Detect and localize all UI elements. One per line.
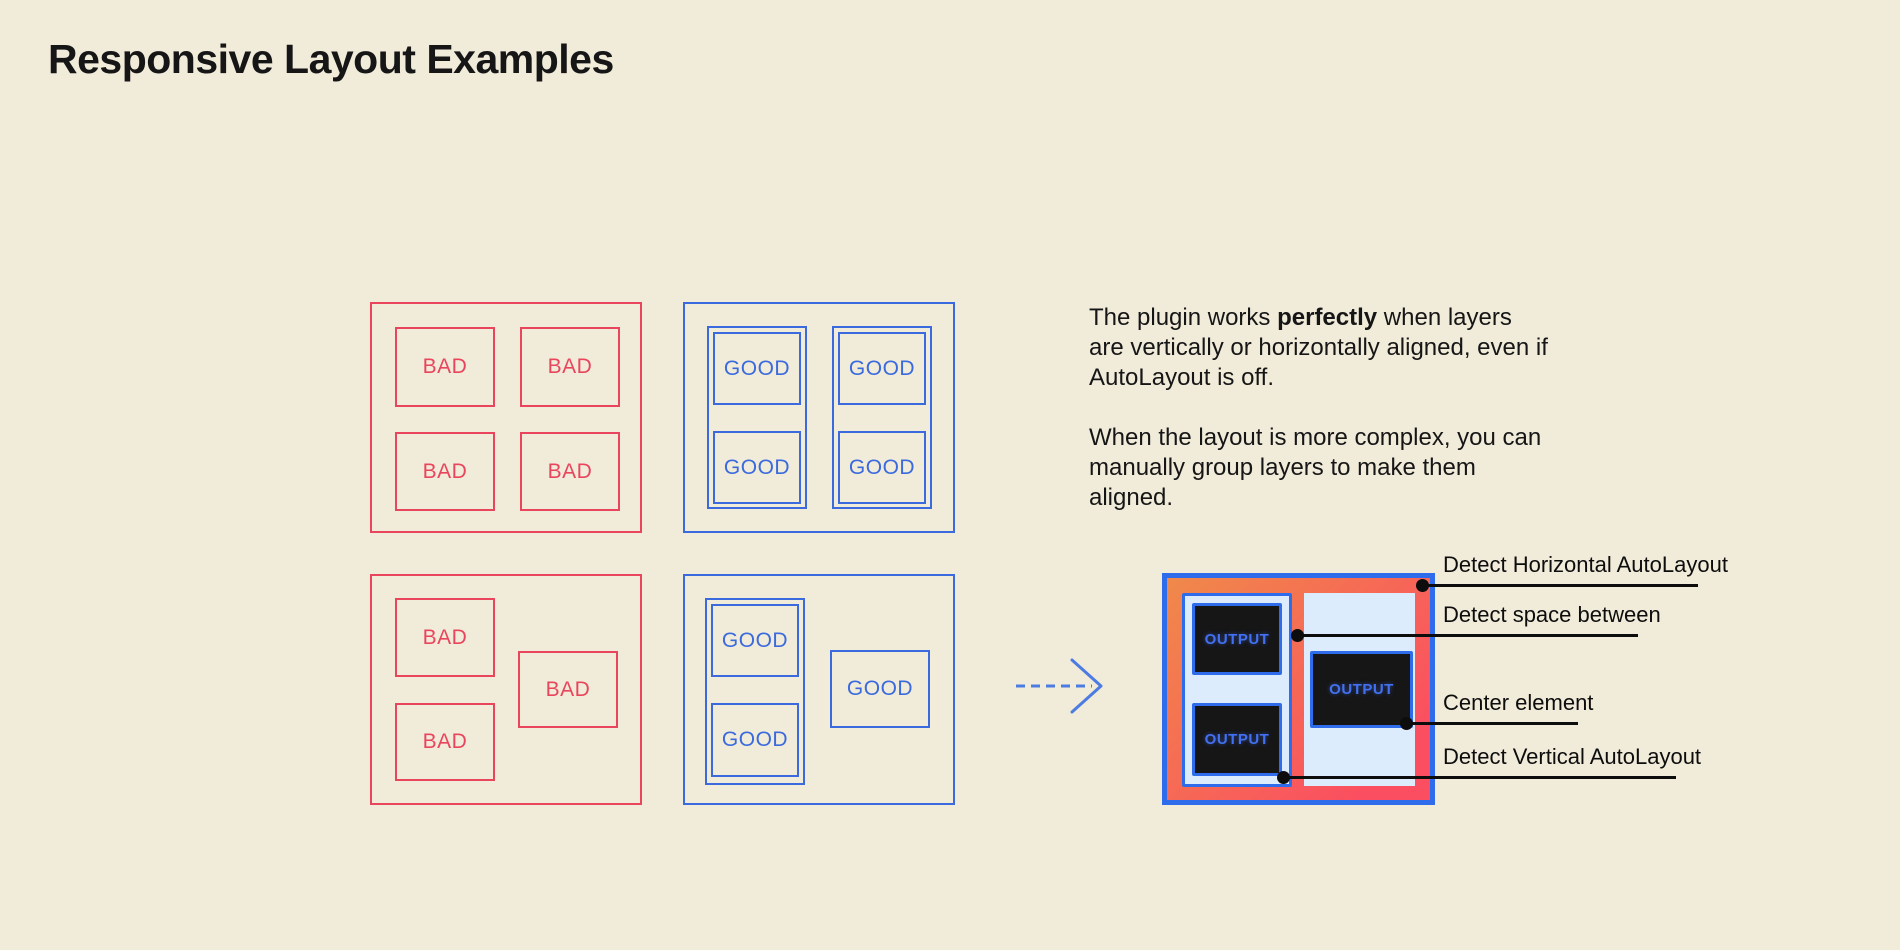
description-paragraph-2: When the layout is more complex, you can… — [1089, 424, 1542, 511]
good-box: GOOD — [713, 431, 801, 504]
panel-good-irregular: GOOD GOOD GOOD — [683, 574, 955, 805]
good-box: GOOD — [838, 431, 926, 504]
output-box: OUTPUT — [1192, 703, 1282, 776]
description-paragraph-1: The plugin works perfectly when layers a… — [1089, 304, 1548, 391]
annotation-label: Center element — [1443, 690, 1594, 715]
bad-label: BAD — [422, 625, 468, 649]
good-box: GOOD — [713, 332, 801, 405]
panel-bad-irregular: BAD BAD BAD — [370, 574, 642, 805]
good-box: GOOD — [711, 604, 799, 677]
bad-label: BAD — [422, 355, 468, 378]
annotation-line — [1283, 776, 1676, 779]
good-group: GOOD GOOD — [707, 326, 807, 509]
good-box: GOOD — [711, 703, 799, 777]
good-label: GOOD — [721, 728, 789, 751]
good-box: GOOD — [838, 332, 926, 405]
bad-box: BAD — [395, 327, 495, 407]
output-diagram: OUTPUT OUTPUT OUTPUT — [1162, 573, 1435, 805]
output-label: OUTPUT — [1329, 681, 1394, 698]
annotation-line — [1406, 722, 1578, 725]
output-box: OUTPUT — [1192, 603, 1282, 675]
panel-good-grid: GOOD GOOD GOOD GOOD — [683, 302, 955, 533]
description-text: The plugin works perfectly when layers a… — [1089, 303, 1549, 543]
bad-label: BAD — [422, 730, 468, 753]
annotation-label: Detect Horizontal AutoLayout — [1443, 552, 1728, 577]
bad-label: BAD — [545, 677, 591, 701]
output-vertical-group: OUTPUT OUTPUT — [1182, 593, 1292, 787]
annotation-dot — [1277, 771, 1290, 784]
good-label: GOOD — [848, 356, 916, 380]
annotation-label: Detect Vertical AutoLayout — [1443, 744, 1702, 769]
page-title: Responsive Layout Examples — [48, 36, 614, 82]
output-box: OUTPUT — [1310, 651, 1413, 728]
good-label: GOOD — [721, 628, 789, 652]
good-label: GOOD — [723, 455, 791, 479]
bad-box: BAD — [395, 598, 495, 677]
output-label: OUTPUT — [1204, 630, 1270, 648]
good-group: GOOD GOOD — [832, 326, 932, 509]
good-label: GOOD — [846, 677, 914, 700]
bad-box: BAD — [395, 703, 495, 781]
annotation-dot — [1400, 717, 1413, 730]
dashed-arrow-right-icon — [1008, 655, 1106, 722]
bad-box: BAD — [395, 432, 495, 511]
bad-label: BAD — [547, 355, 593, 378]
panel-bad-grid: BAD BAD BAD BAD — [370, 302, 642, 533]
bad-label: BAD — [422, 459, 468, 483]
good-label: GOOD — [848, 455, 916, 479]
annotation-dot — [1291, 629, 1304, 642]
good-box: GOOD — [830, 650, 930, 728]
annotation-dot — [1416, 579, 1429, 592]
annotation-line — [1297, 634, 1638, 637]
bad-box: BAD — [518, 651, 618, 728]
output-label: OUTPUT — [1204, 731, 1270, 748]
annotation-line — [1422, 584, 1698, 587]
bad-box: BAD — [520, 327, 620, 407]
bad-box: BAD — [520, 432, 620, 511]
good-group: GOOD GOOD — [705, 598, 805, 785]
annotation-label: Detect space between — [1443, 602, 1661, 627]
bad-label: BAD — [547, 459, 593, 483]
good-label: GOOD — [723, 356, 791, 380]
